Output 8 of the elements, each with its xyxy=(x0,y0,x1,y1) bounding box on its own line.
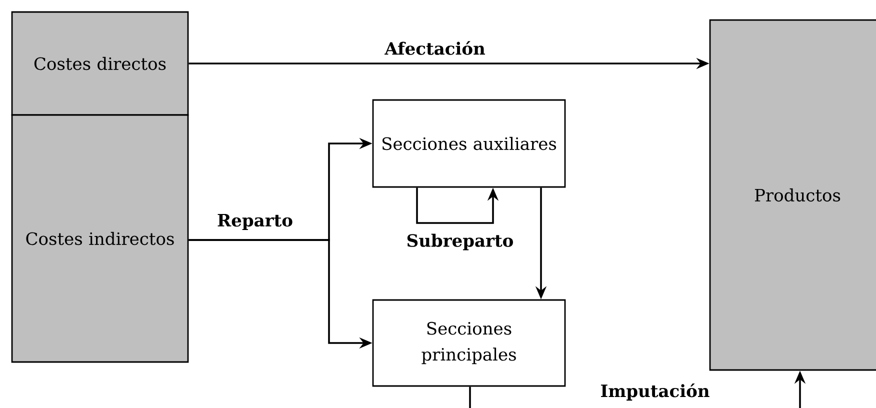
cost-box: Costes directos xyxy=(11,11,189,116)
product-box: Productos xyxy=(709,19,876,371)
edge-label: Afectación xyxy=(384,40,486,56)
section-box: Secciones auxiliares xyxy=(372,99,566,188)
section-box: Secciones principales xyxy=(372,299,566,387)
edge-label: Imputación xyxy=(599,382,711,402)
edge-label: Subreparto xyxy=(405,232,515,252)
edge-label: Reparto xyxy=(216,213,294,231)
